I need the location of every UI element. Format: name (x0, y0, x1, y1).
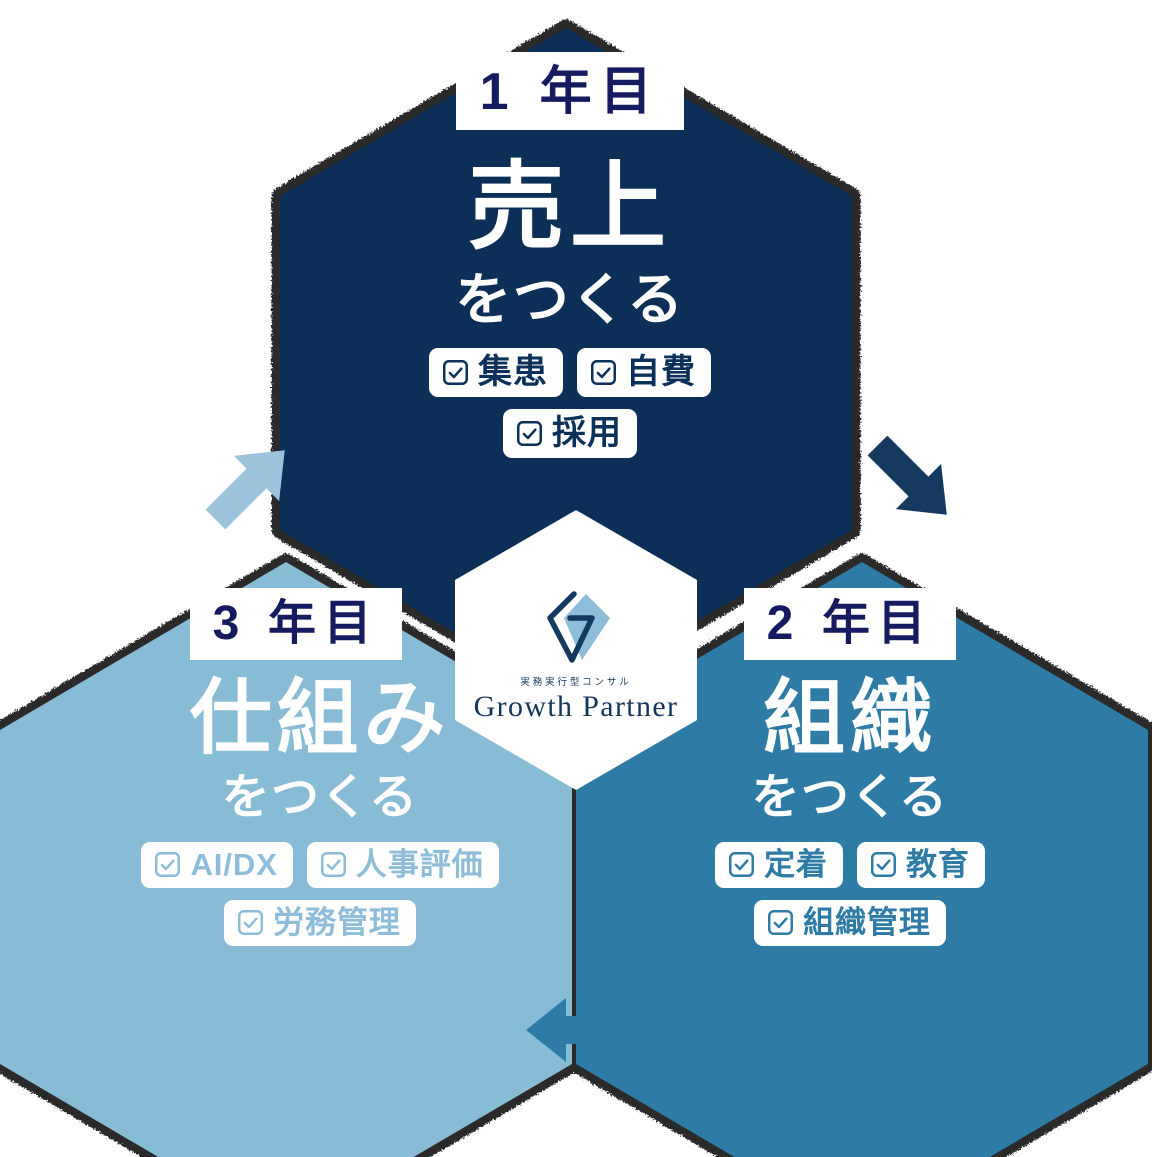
checkbox-checked-icon (238, 910, 264, 935)
hexagon-top-content: 売上 をつくる 集患 自費 (340, 160, 800, 458)
right-tag-row-2: 組織管理 (650, 900, 1050, 946)
center-logo[interactable]: 実務実行型コンサル Growth Partner (455, 588, 697, 724)
logo-brand-name: Growth Partner (473, 690, 679, 723)
hexagon-left-content: 仕組み をつくる AI/DX 人事評価 (120, 678, 520, 946)
growth-partner-logo-mark (547, 591, 610, 663)
tag-top-0-label: 集患 (477, 353, 548, 391)
badge-year-1: 1 年目 (456, 52, 684, 130)
left-tag-list: AI/DX 人事評価 労務管理 (120, 842, 520, 946)
arrow-bottom-left (526, 998, 624, 1062)
tag-left-2-label: 労務管理 (273, 905, 401, 940)
top-main-title: 売上 (468, 154, 672, 261)
top-sub-title: をつくる (455, 268, 685, 331)
tag-right-2-label: 組織管理 (803, 905, 931, 940)
tag-right-0[interactable]: 定着 (715, 842, 843, 888)
tag-top-2-label: 採用 (551, 414, 623, 452)
left-sub-title: をつくる (221, 771, 419, 824)
tag-top-1-label: 自費 (626, 353, 697, 391)
left-main-title: 仕組み (189, 673, 451, 764)
tag-left-0-label: AI/DX (190, 847, 278, 882)
hexagon-right-content: 組織 をつくる 定着 教育 (650, 678, 1050, 946)
checkbox-checked-icon (516, 420, 542, 446)
top-tag-list: 集患 自費 採用 (340, 348, 800, 458)
tag-top-1[interactable]: 自費 (577, 348, 712, 397)
tag-left-1-label: 人事評価 (355, 847, 484, 882)
tag-left-2[interactable]: 労務管理 (224, 900, 416, 946)
top-tag-row-2: 採用 (340, 409, 800, 458)
badge-year-3: 3 年目 (190, 588, 402, 660)
top-tag-row-1: 集患 自費 (340, 348, 800, 397)
left-tag-row-2: 労務管理 (120, 900, 520, 946)
tag-top-0[interactable]: 集患 (428, 348, 563, 397)
right-tag-row-1: 定着 教育 (650, 842, 1050, 888)
arrow-left-up (205, 450, 285, 530)
badge-year-2: 2 年目 (744, 588, 956, 660)
right-main-title: 組織 (763, 673, 937, 764)
tag-left-0[interactable]: AI/DX (141, 842, 293, 888)
hexagon-top-1st-year[interactable] (280, 28, 852, 698)
checkbox-checked-icon (320, 852, 346, 877)
left-tag-row-1: AI/DX 人事評価 (120, 842, 520, 888)
tag-right-2[interactable]: 組織管理 (754, 900, 946, 946)
tag-right-1-label: 教育 (906, 847, 970, 882)
right-sub-title: をつくる (751, 771, 949, 824)
checkbox-checked-icon (442, 359, 468, 385)
checkbox-checked-icon (729, 852, 755, 877)
right-tag-list: 定着 教育 組織管理 (650, 842, 1050, 946)
tag-right-1[interactable]: 教育 (857, 842, 985, 888)
logo-tagline: 実務実行型コンサル (520, 678, 632, 688)
tag-left-1[interactable]: 人事評価 (306, 842, 499, 888)
checkbox-checked-icon (871, 852, 896, 877)
checkbox-checked-icon (155, 852, 181, 877)
tag-right-0-label: 定着 (764, 847, 828, 882)
checkbox-checked-icon (591, 359, 616, 385)
arrow-right-down (867, 435, 947, 515)
checkbox-checked-icon (768, 910, 794, 935)
tag-top-2[interactable]: 採用 (502, 409, 638, 458)
